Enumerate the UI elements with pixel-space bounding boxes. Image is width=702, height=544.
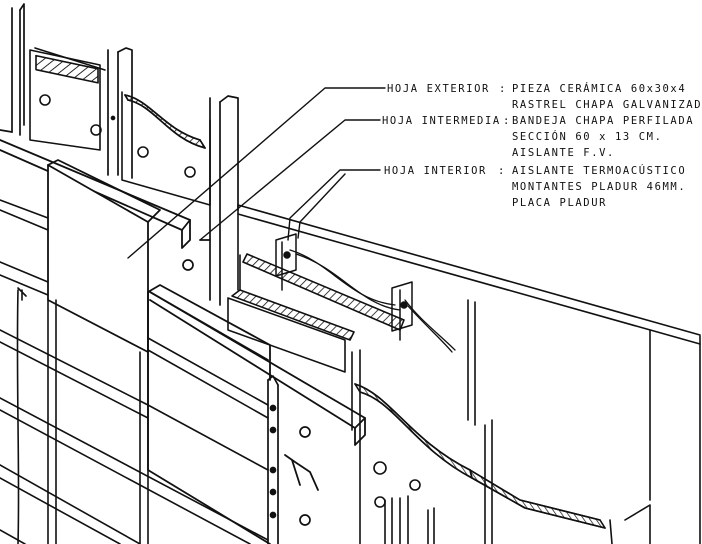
interior-spec-2: MONTANTES PLADUR 46MM. xyxy=(512,181,686,193)
ceramic-panel-upper xyxy=(47,159,161,353)
rastrel-mid xyxy=(107,47,133,179)
rastrel-lower xyxy=(267,375,311,544)
intermedia-spec-1: BANDEJA CHAPA PERFILADA xyxy=(512,115,694,127)
inner-wall-back xyxy=(237,204,701,544)
intermediate-tray-lower xyxy=(227,253,651,544)
pladur-stud-1 xyxy=(275,233,297,291)
colon-interior: : xyxy=(498,165,506,177)
intermedia-spec-3: AISLANTE F.V. xyxy=(512,147,615,159)
horizontal-rail-lower xyxy=(149,291,366,491)
exterior-spec-1: PIEZA CERÁMICA 60x30x4 xyxy=(512,82,686,95)
label-hoja-interior: HOJA INTERIOR xyxy=(384,165,487,177)
colon-exterior: : xyxy=(499,83,507,95)
intermediate-tray-top-right xyxy=(121,91,211,206)
facade-joint-lines xyxy=(0,199,269,544)
pladur-stud-2 xyxy=(391,281,413,341)
leader-lines xyxy=(127,87,386,259)
rastrel-left xyxy=(11,3,25,136)
exterior-spec-2: RASTREL CHAPA GALVANIZADA xyxy=(512,99,702,111)
colon-intermedia: : xyxy=(503,115,511,127)
rastrel-right xyxy=(182,95,239,306)
label-hoja-intermedia: HOJA INTERMEDIA xyxy=(382,115,501,127)
interior-spec-1: AISLANTE TERMOACÚSTICO xyxy=(512,164,686,177)
label-hoja-exterior: HOJA EXTERIOR xyxy=(387,83,490,95)
intermediate-tray-top-left xyxy=(29,47,106,151)
interior-spec-3: PLACA PLADUR xyxy=(512,197,607,209)
intermedia-spec-2: SECCIÓN 60 x 13 CM. xyxy=(512,130,663,143)
